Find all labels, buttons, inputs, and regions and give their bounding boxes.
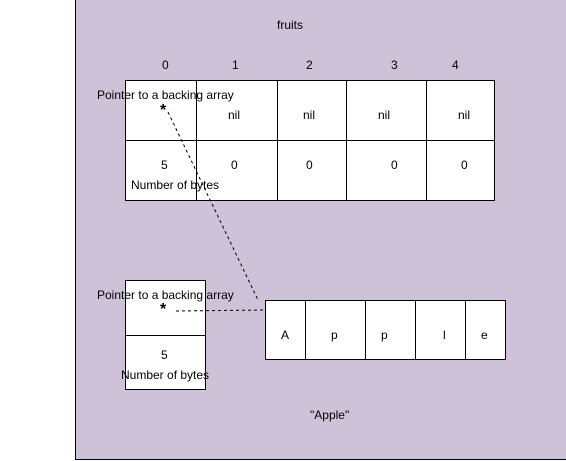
- slice-cell-4-top: [426, 80, 495, 141]
- slice-cell-2-value: nil: [303, 108, 316, 122]
- slice-pointer-symbol: *: [160, 102, 167, 119]
- index-label-4: 4: [452, 58, 459, 72]
- slice-length-label: Number of bytes: [131, 178, 220, 192]
- slice-bottom-value-4: 0: [461, 158, 468, 172]
- backing-array-label: "Apple": [310, 408, 350, 422]
- diagram-canvas: [75, 0, 566, 460]
- backing-array-cell-1: [305, 300, 366, 360]
- backing-array-cell-4: [465, 300, 506, 360]
- backing-array-cell-3: [415, 300, 466, 360]
- string-length-label: Number of bytes: [121, 368, 210, 382]
- string-pointer-symbol: *: [160, 301, 167, 318]
- string-pointer-label: Pointer to a backing array: [97, 288, 234, 302]
- index-label-1: 1: [232, 58, 239, 72]
- string-length-value: 5: [161, 348, 168, 362]
- backing-array-char-4: e: [481, 328, 488, 342]
- string-header-length-cell: [125, 335, 206, 390]
- slice-cell-1-value: nil: [228, 108, 241, 122]
- backing-array-cell-2: [365, 300, 416, 360]
- slice-length-value: 5: [161, 158, 168, 172]
- slice-cell-0-top: [125, 80, 197, 141]
- slice-cell-2-bottom: [277, 140, 347, 201]
- fruits-label: fruits: [277, 18, 304, 32]
- index-label-0: 0: [162, 58, 169, 72]
- slice-cell-4-bottom: [426, 140, 495, 201]
- slice-bottom-value-2: 0: [306, 158, 313, 172]
- slice-pointer-label: Pointer to a backing array: [97, 88, 234, 102]
- backing-array-cell-0: [265, 300, 306, 360]
- slice-bottom-value-1: 0: [231, 158, 238, 172]
- index-label-3: 3: [391, 58, 398, 72]
- slice-bottom-value-3: 0: [391, 158, 398, 172]
- slice-cell-3-bottom: [346, 140, 427, 201]
- backing-array-char-1: p: [331, 328, 338, 342]
- backing-array-char-2: p: [381, 328, 388, 342]
- index-label-2: 2: [306, 58, 313, 72]
- slice-cell-4-value: nil: [458, 108, 471, 122]
- backing-array-char-3: l: [443, 328, 446, 342]
- backing-array-char-0: A: [281, 328, 290, 342]
- slice-cell-3-value: nil: [378, 108, 391, 122]
